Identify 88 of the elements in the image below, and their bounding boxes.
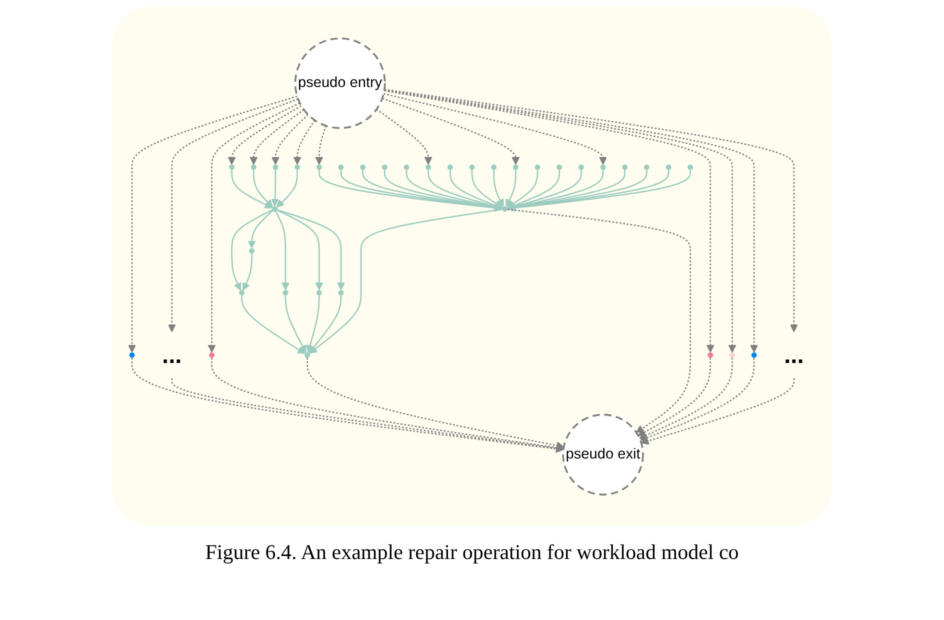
arrow [242,253,252,290]
node-circle [730,352,735,358]
arrow [275,210,290,290]
arrow [507,208,692,432]
node-circle [404,164,410,170]
arrow [128,95,298,352]
node-circle [622,164,628,170]
arrow [384,88,798,332]
node-circle [534,164,540,170]
arrow [228,104,302,164]
node-circle [250,164,256,170]
node-circle [282,290,288,295]
node-circle [272,206,278,212]
node-circle [294,164,300,170]
arrow [293,119,316,164]
node-circle [556,164,562,170]
arrow [406,169,502,210]
node-circle [666,164,672,170]
arrow [384,169,502,211]
node-circle [512,164,518,170]
node-circle [447,164,453,170]
arrow [315,125,327,164]
node-circle [338,164,344,170]
arrow [306,357,564,449]
node-circle [751,352,757,358]
arrow [276,209,324,290]
arrow [507,169,626,211]
diagram-background: pseudo entry ... ... pseudo exit [112,6,832,526]
node-circle [469,164,475,170]
arrow [248,210,274,248]
arrow [131,357,564,452]
node-circle [338,290,344,295]
node-circle [229,164,235,170]
node-circle [316,290,322,295]
arrow [276,208,345,290]
arrow [241,294,306,354]
node-circle [382,164,388,170]
arrow [252,169,273,207]
arrow [428,169,502,210]
node-circle [209,352,214,358]
arrow [231,169,272,208]
arrow [250,108,304,164]
arrow [507,169,582,210]
arrow [309,208,502,354]
arrow [231,209,272,290]
node-circle [688,164,694,170]
node-text: ... [162,340,182,368]
arrow [638,357,712,436]
node-circle [316,164,322,170]
node-circle [502,206,508,212]
arrow [493,169,504,206]
node-circle [562,413,644,495]
node-circle [272,164,278,170]
node-circle [708,352,714,358]
arrow [306,294,320,352]
node-text: ... [784,340,804,368]
arrow [271,169,279,206]
node-circle [491,164,497,170]
arrow [308,294,342,353]
node-circle [249,248,255,254]
arrow [506,169,516,206]
arrow [639,357,733,438]
arrow [271,114,308,164]
arrow [507,169,604,210]
node-circle [600,164,606,170]
arrow [506,169,538,208]
arrow [376,108,432,164]
arrow [382,97,520,164]
node-circle [304,352,310,358]
arrow [276,169,298,208]
arrow [208,102,300,352]
node-circle [644,164,650,170]
arrow [640,378,795,444]
figure-caption: Figure 6.4. An example repair operation for workload model co [205,540,739,565]
node-circle [129,352,135,358]
arrow [211,357,564,452]
arrow [168,98,298,332]
node-circle [239,290,245,295]
arrow [640,357,755,441]
node-circle [360,164,366,170]
node-circle [294,37,386,128]
node-circle [426,164,432,170]
arrow [284,294,306,352]
arrow [449,169,503,209]
arrow [506,169,560,209]
arrow [384,92,608,164]
node-circle [578,164,584,170]
arrow [471,169,503,208]
